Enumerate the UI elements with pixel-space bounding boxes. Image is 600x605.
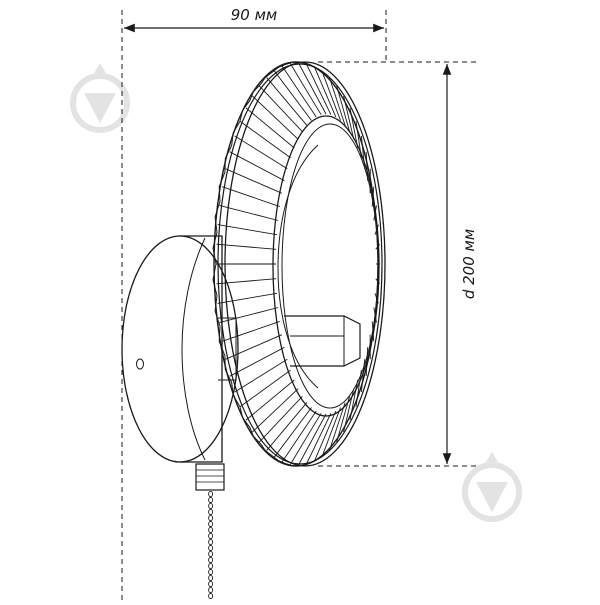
ring-rib	[298, 62, 326, 114]
chain-link	[209, 563, 213, 568]
ring-rib	[240, 370, 291, 407]
chain-link	[209, 497, 213, 502]
pull-switch	[196, 464, 224, 599]
chain-link	[209, 593, 213, 598]
ring-rib	[267, 403, 307, 451]
chain-link	[209, 539, 213, 544]
ring-rib	[230, 152, 285, 181]
ring-lamp	[213, 62, 385, 466]
chain-link	[209, 521, 213, 526]
mount-screw-hole	[137, 359, 144, 369]
pull-chain	[209, 491, 213, 598]
ring-rib	[222, 321, 280, 341]
chain-link	[209, 557, 213, 562]
chain-link	[209, 551, 213, 556]
ring-rib	[246, 380, 294, 420]
chain-link	[209, 545, 213, 550]
ring-rib	[298, 414, 326, 466]
chain-link	[209, 491, 213, 496]
ring-rib	[246, 108, 294, 148]
chain-link	[209, 581, 213, 586]
chain-link	[209, 587, 213, 592]
watermark-logo-icon	[465, 452, 519, 519]
chain-link	[209, 575, 213, 580]
diameter-dimension-label: d 200 мм	[460, 229, 478, 299]
chain-link	[209, 527, 213, 532]
ring-rib	[329, 403, 345, 451]
width-dimension-label: 90 мм	[231, 6, 278, 24]
width-dimension: 90 мм	[122, 6, 386, 600]
ring-rib	[240, 121, 291, 158]
ring-rib	[226, 169, 282, 194]
ring-rib	[220, 308, 279, 323]
ring-rib	[235, 136, 288, 169]
ring-rib	[267, 77, 307, 125]
chain-link	[209, 509, 213, 514]
ring-rib	[226, 335, 282, 360]
ring-rib	[329, 77, 345, 125]
chain-link	[209, 515, 213, 520]
wall-mount-base	[122, 236, 238, 462]
chain-link	[209, 533, 213, 538]
watermark-logo-icon	[73, 63, 127, 130]
ring-rib	[220, 205, 279, 220]
ring-rib	[274, 71, 311, 121]
ring-rib	[235, 359, 288, 392]
chain-link	[209, 503, 213, 508]
ring-rib	[274, 408, 311, 458]
chain-link	[209, 569, 213, 574]
ring-rib	[222, 187, 280, 207]
